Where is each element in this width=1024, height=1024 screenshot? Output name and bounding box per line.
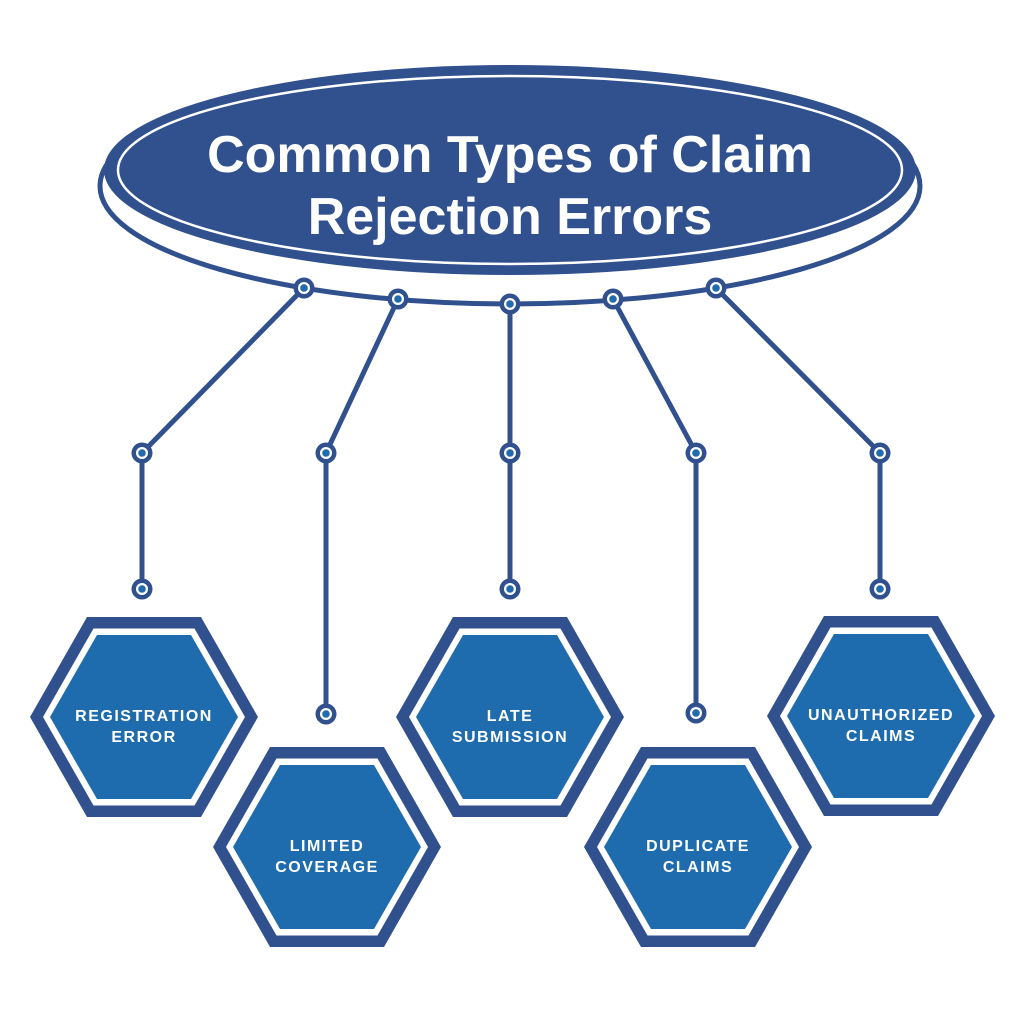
- connector-line-4a: [610, 297, 699, 455]
- node-label-line-2: ERROR: [111, 729, 176, 746]
- connector-line-5a: [714, 286, 882, 455]
- connector-dot-mid-3: [499, 442, 521, 464]
- connector-dot-rim-3: [499, 293, 521, 315]
- connector-dot-node-1: [131, 578, 153, 600]
- connector-dot-mid-4: [685, 442, 707, 464]
- node-label-line-2: COVERAGE: [275, 859, 379, 876]
- node-label-line-2: CLAIMS: [663, 859, 733, 876]
- connector-dot-node-5: [869, 578, 891, 600]
- hexagon-node-late-submission: LATE SUBMISSION: [396, 617, 624, 817]
- connector-dot-mid-5: [869, 442, 891, 464]
- node-label-line-1: UNAUTHORIZED: [808, 707, 954, 724]
- node-label-line-2: SUBMISSION: [452, 729, 568, 746]
- diagram-title-line-2: Rejection Errors: [308, 188, 713, 246]
- hexagon-node-limited-coverage: LIMITED COVERAGE: [213, 747, 441, 947]
- diagram-title-line-1: Common Types of Claim: [207, 126, 813, 184]
- connector-line-2a: [323, 297, 401, 455]
- connector-dot-mid-1: [131, 442, 153, 464]
- connector-line-1a: [140, 286, 306, 455]
- node-label-line-1: DUPLICATE: [646, 838, 750, 855]
- connector-dot-rim-4: [602, 288, 624, 310]
- title-ellipse: [104, 65, 916, 275]
- connector-dot-mid-2: [315, 442, 337, 464]
- connector-dot-rim-1: [293, 277, 315, 299]
- hexagon-node-registration-error: REGISTRATION ERROR: [30, 617, 258, 817]
- title-ellipse-inner-ring: [116, 74, 904, 266]
- connector-dot-node-3: [499, 578, 521, 600]
- connector-dot-rim-5: [705, 277, 727, 299]
- node-label-line-2: CLAIMS: [846, 728, 916, 745]
- node-label-line-1: REGISTRATION: [75, 708, 213, 725]
- hexagon-node-unauthorized-claims: UNAUTHORIZED CLAIMS: [767, 616, 995, 816]
- connector-dot-rim-2: [387, 288, 409, 310]
- hexagon-node-duplicate-claims: DUPLICATE CLAIMS: [584, 747, 812, 947]
- node-label-line-1: LATE: [487, 708, 534, 725]
- connector-dot-node-4: [685, 702, 707, 724]
- node-label-line-1: LIMITED: [290, 838, 365, 855]
- connector-dot-node-2: [315, 703, 337, 725]
